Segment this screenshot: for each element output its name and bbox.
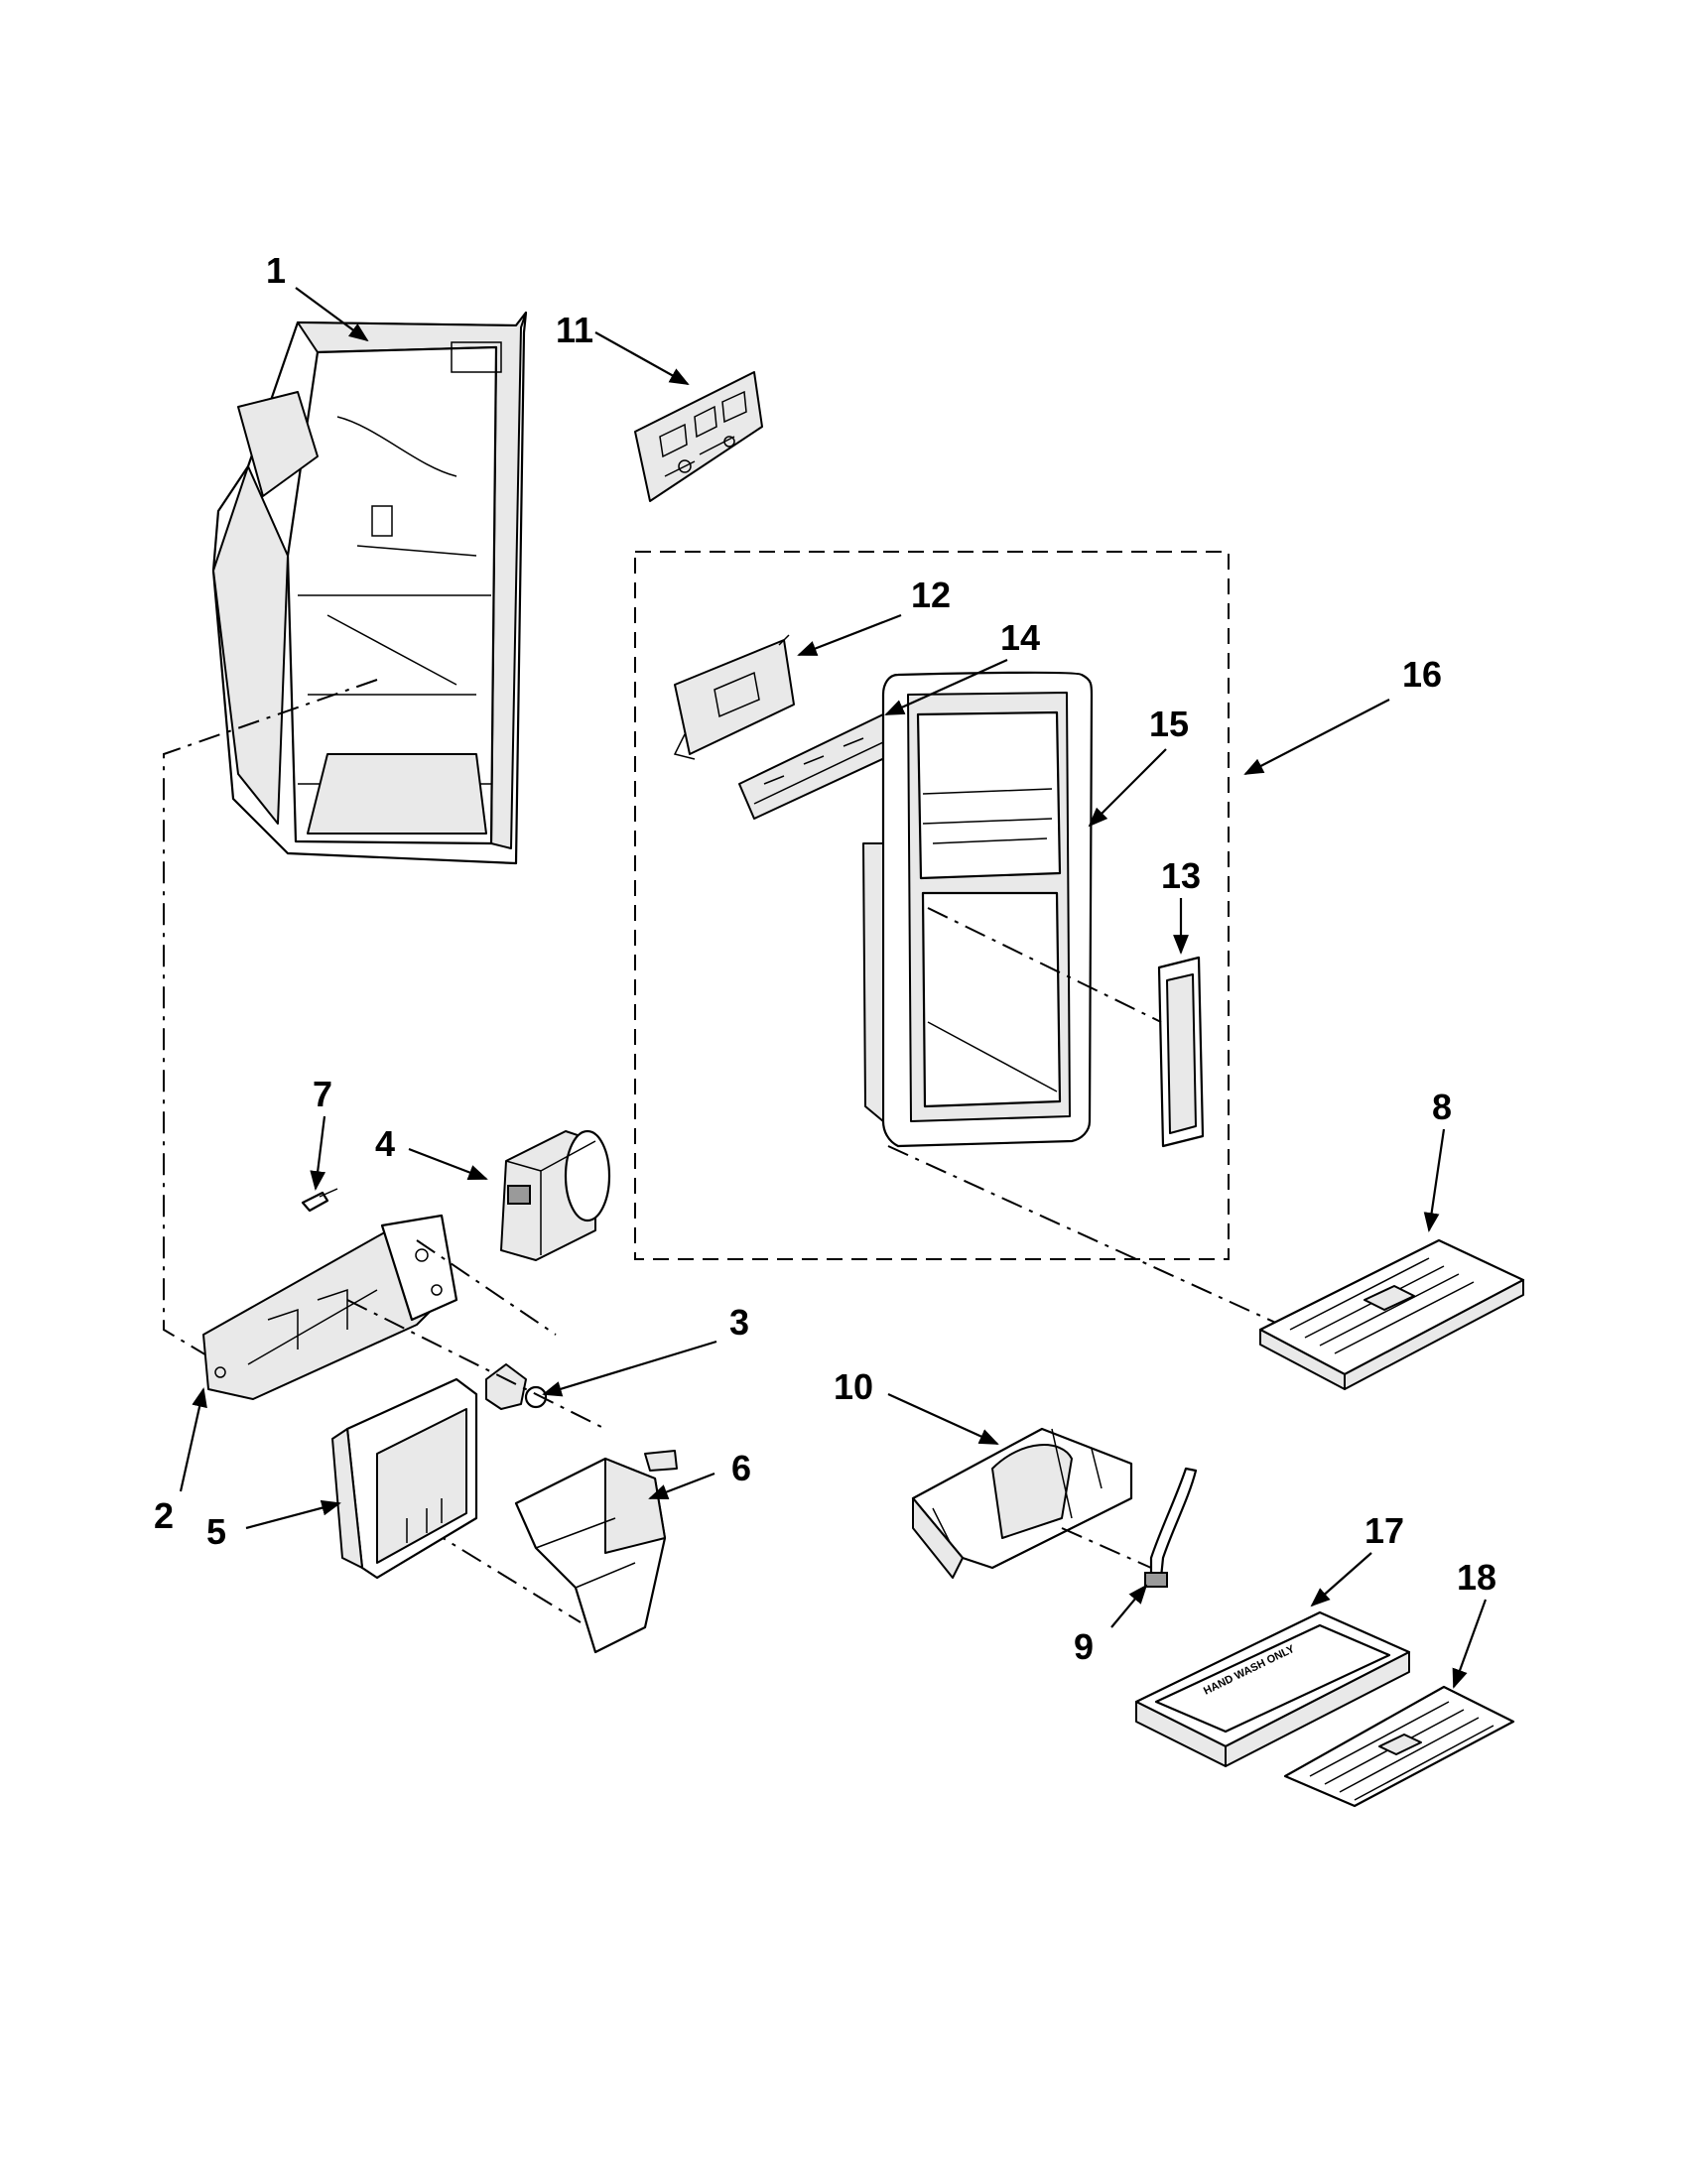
leader-4	[408, 1147, 488, 1181]
part-14-bracket	[738, 713, 894, 820]
leader-8	[1423, 1128, 1446, 1232]
leader-6	[648, 1472, 715, 1500]
callout-10: 10	[834, 1366, 873, 1407]
leader-3	[542, 1340, 717, 1397]
part-18-tray-grille	[1283, 1685, 1515, 1808]
assembly-16-boundary-box	[634, 551, 1230, 1260]
callout-14: 14	[1000, 617, 1040, 658]
part-8-grille	[1258, 1238, 1525, 1390]
part-10-ice-chute	[911, 1427, 1133, 1579]
leader-1	[295, 287, 369, 342]
leader-12	[797, 613, 902, 657]
callout-4: 4	[375, 1123, 395, 1164]
leader-18	[1452, 1599, 1488, 1689]
leader-11	[594, 331, 690, 385]
callout-5: 5	[206, 1511, 226, 1552]
callout-18: 18	[1457, 1557, 1496, 1598]
part-5-lever-cover	[331, 1377, 478, 1580]
callout-13: 13	[1161, 855, 1201, 896]
callout-16: 16	[1402, 654, 1442, 695]
part-9-water-tube	[1144, 1467, 1198, 1588]
part-13-light-lens	[1157, 956, 1205, 1148]
callout-9: 9	[1074, 1626, 1094, 1667]
assembly-line-9	[1061, 1527, 1152, 1569]
part-7-screw	[301, 1188, 338, 1213]
callout-12: 12	[911, 575, 951, 615]
leader-2	[179, 1387, 207, 1492]
assembly-line-8	[887, 1145, 1281, 1326]
part-15-dispenser-frame	[862, 671, 1094, 1148]
part-2-mounting-bracket	[202, 1214, 458, 1400]
leader-9	[1110, 1584, 1148, 1628]
leader-17	[1310, 1552, 1372, 1607]
callout-8: 8	[1432, 1087, 1452, 1127]
leader-10	[887, 1392, 999, 1446]
callout-1: 1	[266, 250, 286, 291]
part-4-motor	[500, 1129, 611, 1261]
callout-17: 17	[1364, 1510, 1404, 1551]
callout-2: 2	[154, 1495, 174, 1536]
part-17-drip-tray: HAND WASH ONLY	[1134, 1610, 1411, 1767]
leader-5	[245, 1499, 341, 1530]
part-11-control-board	[634, 371, 763, 502]
callout-7: 7	[313, 1074, 332, 1114]
leader-7	[310, 1115, 326, 1191]
assembly-line-5	[426, 1527, 582, 1623]
part-3-actuator	[485, 1363, 548, 1410]
part-1-dispenser-housing	[211, 311, 528, 865]
leader-14	[884, 658, 1008, 716]
assembly-line-3	[346, 1239, 606, 1430]
leader-15	[1088, 748, 1167, 828]
callout-3: 3	[729, 1302, 749, 1343]
part-6-dispenser-lever	[514, 1450, 678, 1654]
callout-15: 15	[1149, 704, 1189, 744]
callout-6: 6	[731, 1448, 751, 1488]
assembly-line-13	[927, 907, 1162, 1023]
assembly-line-left	[163, 679, 378, 1360]
callout-11: 11	[556, 310, 593, 350]
leader-16	[1243, 699, 1390, 775]
part-12-bracket	[673, 634, 795, 760]
